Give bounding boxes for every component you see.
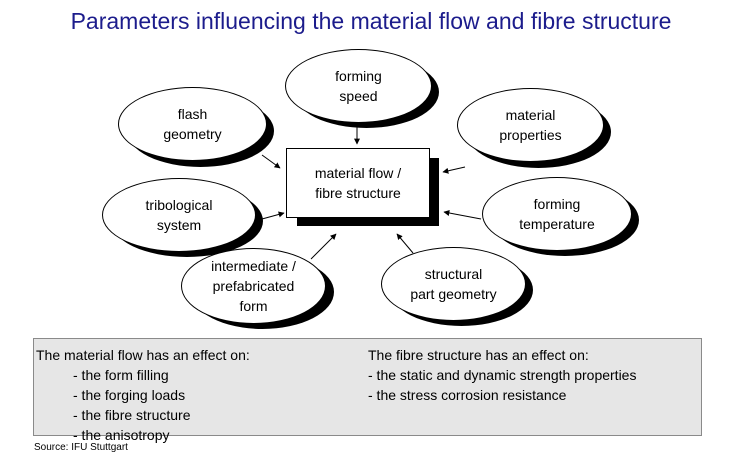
material-flow-effects: The material flow has an effect on: - th… bbox=[36, 345, 250, 445]
ellipse-flash-geometry: flash geometry bbox=[118, 87, 267, 161]
material-flow-list: - the form filling - the forging loads -… bbox=[36, 365, 250, 445]
material-flow-heading: The material flow has an effect on: bbox=[36, 347, 250, 363]
arrow-flash-geometry bbox=[261, 154, 281, 169]
fibre-structure-effects: The fibre structure has an effect on: - … bbox=[368, 345, 636, 405]
center-box: material flow / fibre structure bbox=[286, 148, 430, 218]
arrow-tribological-system bbox=[261, 211, 285, 220]
list-item: - the stress corrosion resistance bbox=[368, 387, 567, 403]
list-item: - the fibre structure bbox=[73, 407, 191, 423]
arrow-intermediate-form bbox=[310, 233, 337, 260]
ellipse-forming-speed: forming speed bbox=[285, 49, 432, 123]
ellipse-forming-temperature: forming temperature bbox=[482, 177, 632, 251]
ellipse-structural-geometry: structural part geometry bbox=[381, 247, 526, 321]
ellipse-tribological-system: tribological system bbox=[102, 178, 256, 252]
arrow-structural-geometry bbox=[396, 233, 414, 254]
fibre-structure-heading: The fibre structure has an effect on: bbox=[368, 347, 589, 363]
list-item: - the form filling bbox=[73, 367, 169, 383]
page-title: Parameters influencing the material flow… bbox=[70, 8, 672, 34]
arrow-forming-temperature bbox=[443, 210, 482, 220]
ellipse-material-properties: material properties bbox=[457, 88, 604, 162]
arrow-material-properties bbox=[442, 166, 466, 174]
list-item: - the static and dynamic strength proper… bbox=[368, 367, 637, 383]
ellipse-intermediate-form: intermediate / prefabricated form bbox=[181, 248, 326, 324]
list-item: - the anisotropy bbox=[73, 427, 170, 443]
fibre-structure-list: - the static and dynamic strength proper… bbox=[368, 365, 636, 405]
source-note: Source: IFU Stuttgart bbox=[34, 442, 128, 453]
effects-panel: The material flow has an effect on: - th… bbox=[33, 338, 702, 443]
list-item: - the forging loads bbox=[73, 387, 186, 403]
